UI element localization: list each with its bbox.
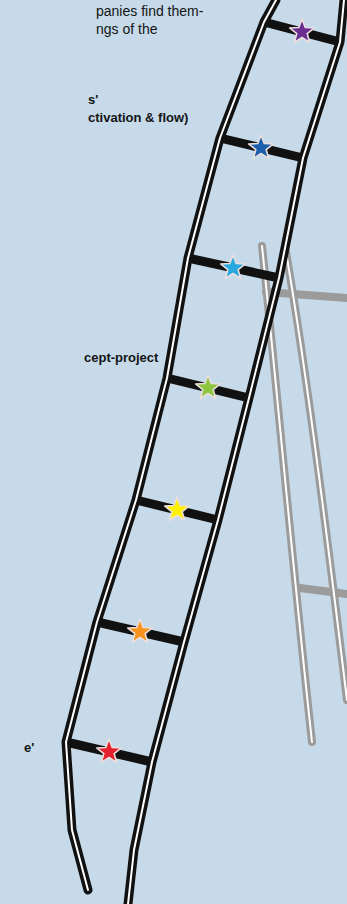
ladder-rails bbox=[66, 0, 344, 904]
intro-text: panies find them- bbox=[96, 3, 203, 20]
ladder-rungs bbox=[66, 22, 340, 762]
step-label: ctivation & flow) bbox=[88, 110, 188, 126]
step-label: s' bbox=[88, 92, 98, 108]
star-markers bbox=[97, 19, 315, 763]
grey-ladder bbox=[262, 246, 347, 742]
step-label: e' bbox=[24, 740, 34, 756]
intro-text: ngs of the bbox=[96, 21, 158, 38]
step-label: cept-project bbox=[84, 350, 158, 366]
